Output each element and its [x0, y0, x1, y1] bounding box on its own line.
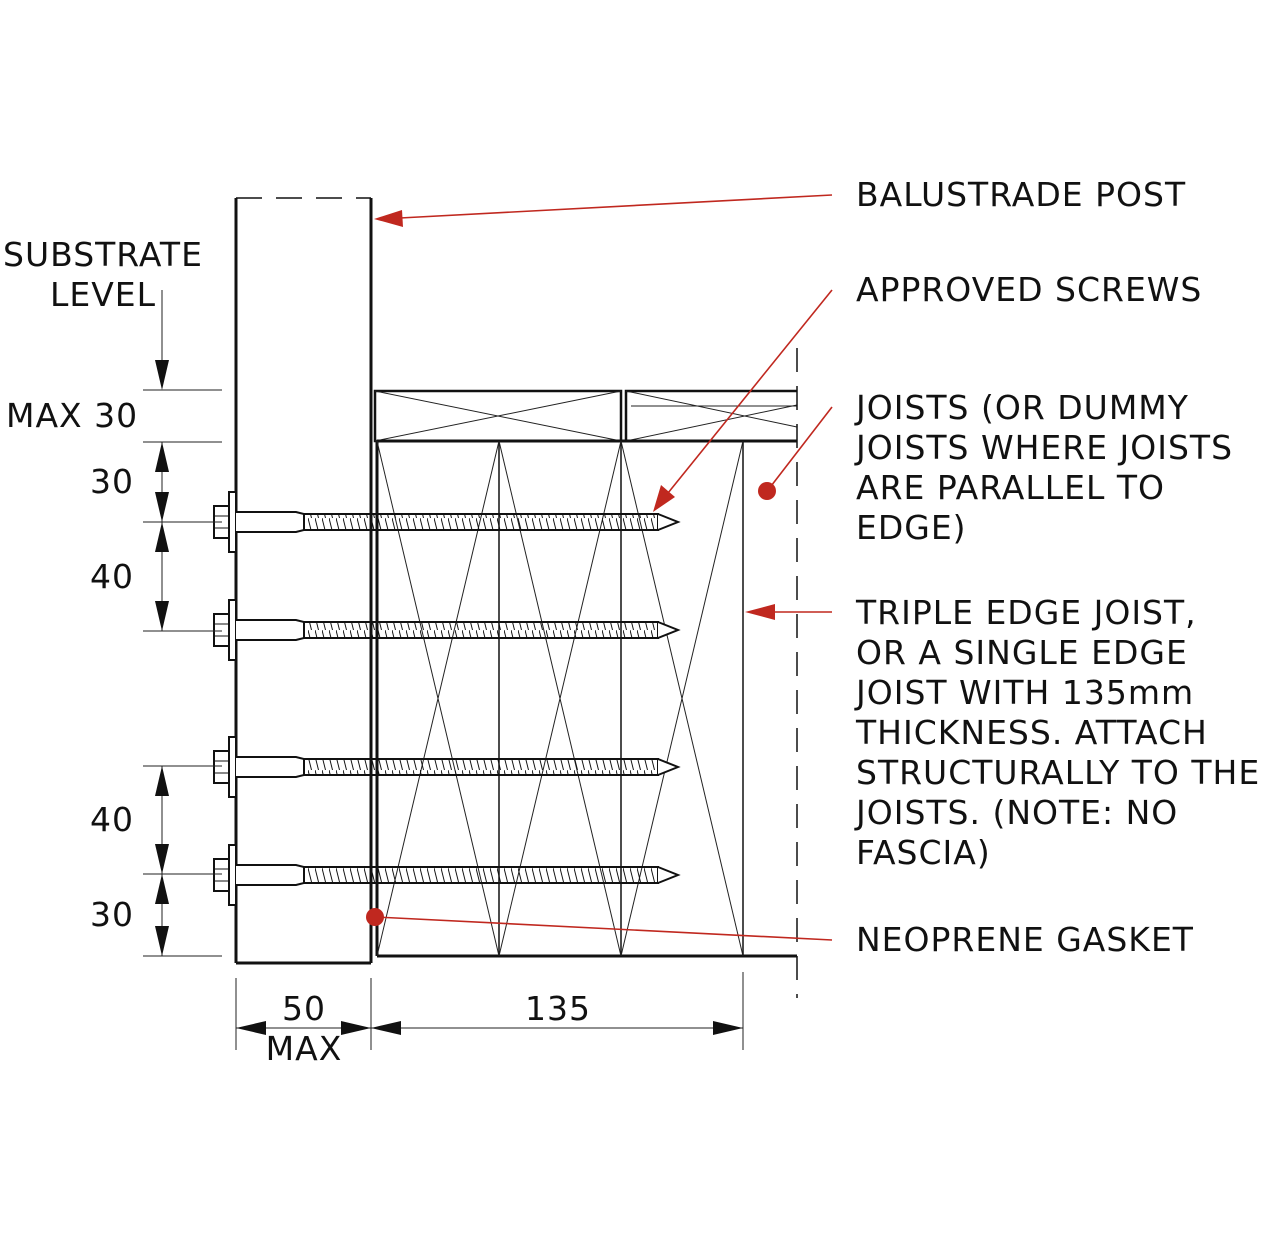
screw	[213, 844, 681, 906]
dimension-width-135: 135	[525, 989, 591, 1028]
dimension-top-30: 30	[90, 462, 134, 501]
substrate-level-label-line-1: SUBSTRATE	[3, 235, 203, 274]
label-edge-joist-line-6: JOISTS. (NOTE: NO	[854, 793, 1178, 832]
label-edge-joist-line-5: STRUCTURALLY TO THE	[856, 753, 1260, 792]
approved-screws	[213, 491, 681, 906]
label-joists-line-2: JOISTS WHERE JOISTS	[854, 428, 1233, 467]
label-edge-joist-line-1: TRIPLE EDGE JOIST,	[855, 593, 1197, 632]
label-edge-joist-line-7: FASCIA)	[856, 833, 991, 872]
label-edge-joist-line-4: THICKNESS. ATTACH	[855, 713, 1208, 752]
dimension-max-30: MAX 30	[6, 396, 138, 435]
screw	[213, 736, 681, 798]
label-approved-screws: APPROVED SCREWS	[856, 270, 1202, 309]
callout-leaders	[366, 194, 833, 941]
dimension-lower-40: 40	[90, 800, 134, 839]
label-edge-joist-line-2: OR A SINGLE EDGE	[856, 633, 1188, 672]
dimension-width-50: 50	[282, 989, 326, 1028]
label-joists-line-3: ARE PARALLEL TO	[856, 468, 1165, 507]
label-joists-line-1: JOISTS (OR DUMMY	[854, 388, 1189, 427]
label-balustrade-post: BALUSTRADE POST	[856, 175, 1186, 214]
dimension-upper-40: 40	[90, 557, 134, 596]
label-neoprene-gasket: NEOPRENE GASKET	[856, 920, 1194, 959]
vertical-dimensions	[143, 290, 222, 957]
balustrade-post	[234, 197, 373, 965]
decking-boards	[373, 389, 798, 443]
label-edge-joist-line-3: JOIST WITH 135mm	[854, 673, 1194, 712]
horizontal-dimensions	[235, 972, 744, 1050]
dimension-bottom-30: 30	[90, 895, 134, 934]
screw	[213, 599, 681, 661]
substrate-level-label-line-2: LEVEL	[50, 275, 156, 314]
screw	[213, 491, 681, 553]
label-joists-line-4: EDGE)	[856, 508, 967, 547]
dimension-width-max: MAX	[266, 1029, 343, 1068]
